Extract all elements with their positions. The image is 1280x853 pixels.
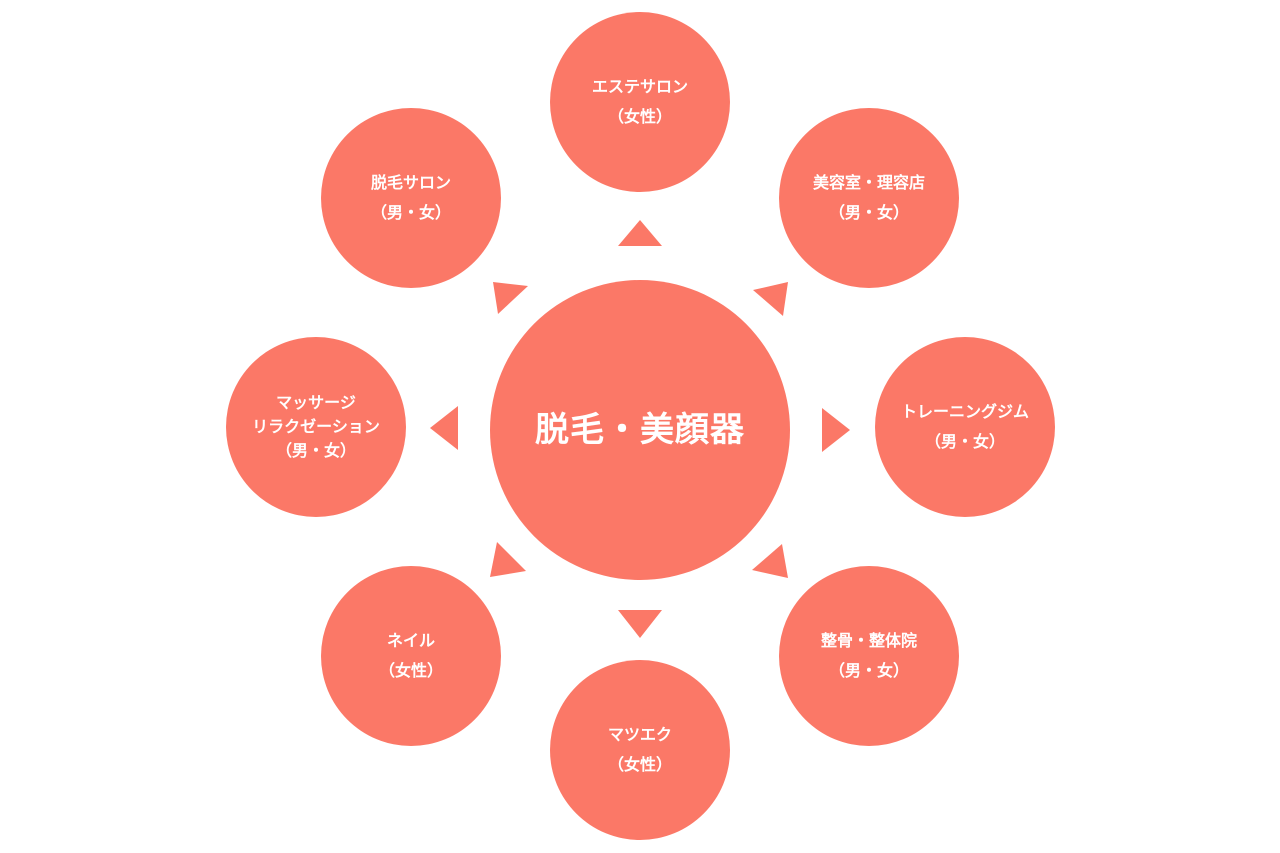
node-esthetic-salon: エステサロン （女性）: [550, 12, 730, 192]
node-label: ネイル: [386, 631, 435, 650]
arrow-up-icon: [618, 220, 662, 246]
node-beauty-barber: 美容室・理容店 （男・女）: [779, 108, 959, 288]
node-sublabel: （女性）: [607, 107, 672, 126]
node-label: マッサージ: [276, 393, 356, 412]
node-sublabel: （男・女）: [370, 203, 451, 222]
center-node: 脱毛・美顔器: [490, 280, 790, 580]
node-chiropractic: 整骨・整体院 （男・女）: [779, 566, 959, 746]
arrow-down-icon: [618, 610, 662, 638]
arrow-up-right-icon: [753, 282, 788, 316]
node-sublabel: （女性）: [607, 755, 672, 774]
arrow-left-icon: [430, 406, 458, 450]
arrow-down-right-icon: [752, 544, 788, 578]
node-label-2: リラクゼーション: [252, 417, 380, 436]
arrow-right-icon: [822, 408, 850, 452]
node-sublabel: （男・女）: [828, 203, 909, 222]
node-nail: ネイル （女性）: [321, 566, 501, 746]
arrow-down-left-icon: [490, 542, 526, 577]
node-sublabel: （男・女）: [275, 441, 356, 460]
arrow-up-left-icon: [493, 282, 528, 314]
node-label: エステサロン: [591, 77, 688, 96]
node-eyelash: マツエク （女性）: [550, 660, 730, 840]
center-node-label: 脱毛・美顔器: [535, 410, 745, 450]
node-label: 脱毛サロン: [370, 173, 451, 192]
node-label: トレーニングジム: [900, 402, 1029, 421]
node-sublabel: （男・女）: [924, 432, 1005, 451]
node-label: マツエク: [607, 725, 672, 744]
node-label: 整骨・整体院: [820, 631, 917, 650]
node-training-gym: トレーニングジム （男・女）: [875, 337, 1055, 517]
node-label: 美容室・理容店: [812, 173, 925, 192]
node-hair-removal-salon: 脱毛サロン （男・女）: [321, 108, 501, 288]
node-massage-relaxation: マッサージ リラクゼーション （男・女）: [226, 337, 406, 517]
node-sublabel: （女性）: [378, 661, 443, 680]
node-sublabel: （男・女）: [828, 661, 909, 680]
